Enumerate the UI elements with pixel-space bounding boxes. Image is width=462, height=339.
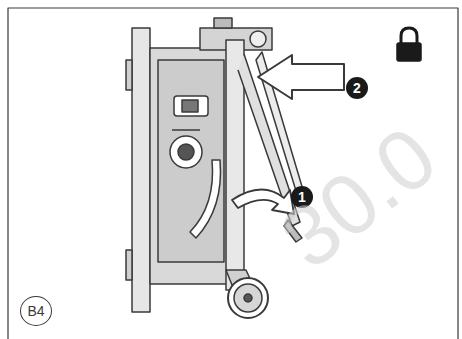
- wheel-rim: [234, 284, 262, 312]
- rail-knob: [250, 31, 266, 47]
- wheel-hub: [244, 294, 252, 302]
- table-top: [132, 28, 150, 312]
- callout-text: 2: [353, 81, 361, 95]
- wheel: [228, 278, 268, 318]
- figure-label: B4: [27, 304, 44, 318]
- callout-text: 1: [298, 190, 306, 204]
- figure-reference: B4: [20, 296, 52, 326]
- switch-button: [182, 100, 198, 112]
- knob-bar: [172, 129, 200, 131]
- rotation-arrow: [232, 189, 294, 214]
- push-arrow: [258, 55, 344, 99]
- callout-number: 2: [346, 77, 368, 99]
- saw-housing: [150, 48, 238, 284]
- bevel-knob: [170, 136, 202, 168]
- switch-box: [174, 96, 208, 116]
- leg-foot: [284, 220, 302, 242]
- rail-lock: [214, 18, 232, 28]
- callout-number: 1: [291, 186, 313, 208]
- bevel-knob-center: [178, 144, 194, 160]
- lock-shackle: [401, 28, 417, 44]
- table-edge-clip: [126, 60, 132, 280]
- figure-frame: [8, 8, 458, 339]
- housing-panel: [158, 60, 224, 262]
- lock-body: [397, 43, 421, 61]
- bevel-slot: [190, 160, 221, 238]
- watermark: 30.0: [262, 107, 455, 288]
